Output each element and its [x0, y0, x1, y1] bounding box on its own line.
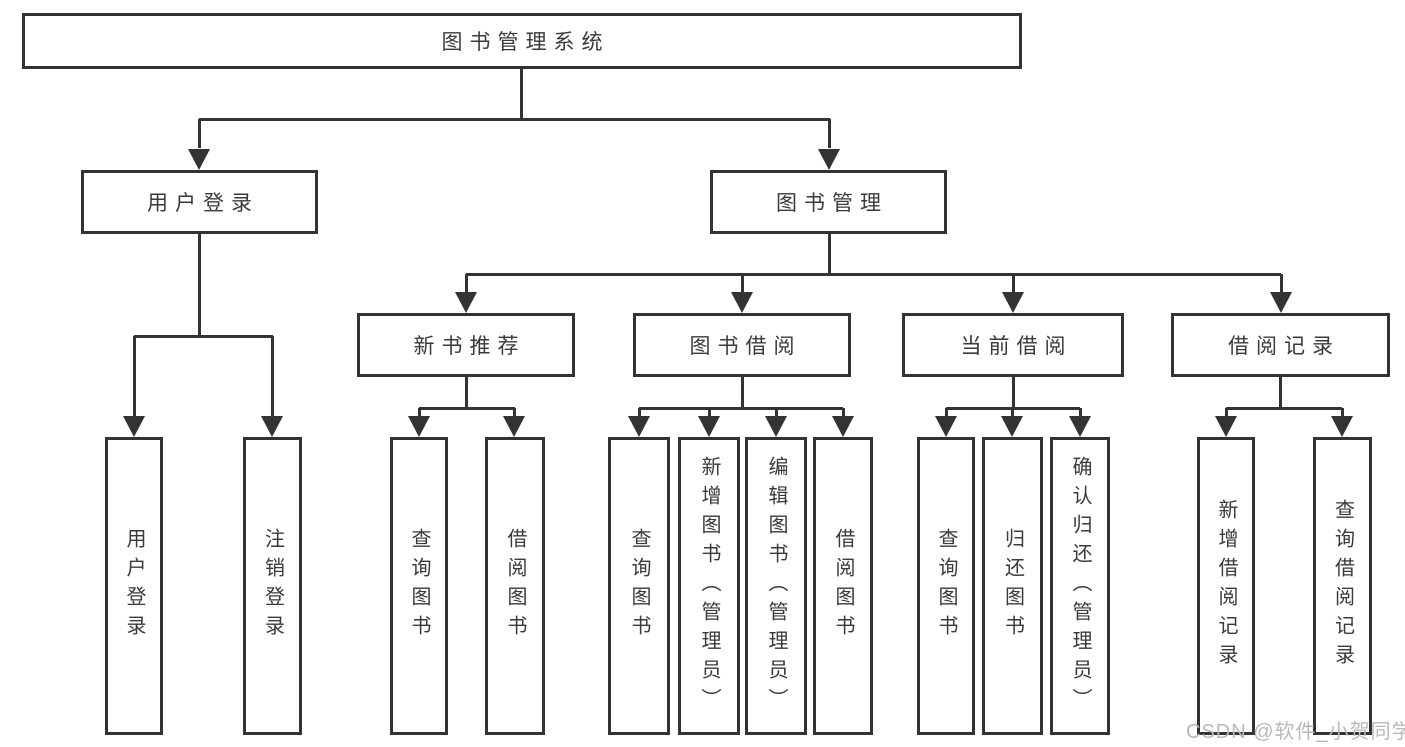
node-book-management: 图书管理 — [710, 170, 947, 234]
leaf-query-books-borrow: 查询图书 — [608, 437, 670, 735]
arrowhead-icon — [188, 149, 210, 170]
node-label: 新书推荐 — [413, 335, 526, 358]
connector-line — [827, 119, 831, 148]
arrowhead-icon — [1069, 416, 1091, 437]
arrowhead-icon — [1002, 292, 1024, 313]
connector-line — [270, 336, 274, 417]
arrowhead-icon — [1331, 416, 1353, 437]
connector-line — [774, 408, 778, 417]
connector-line — [134, 334, 273, 338]
connector-line — [1226, 406, 1342, 410]
arrowhead-icon — [1270, 292, 1292, 313]
connector-line — [419, 406, 515, 410]
leaf-label: 归还图书 — [1001, 528, 1024, 644]
node-book-borrow: 图书借阅 — [633, 313, 851, 377]
arrowhead-icon — [123, 416, 145, 437]
connector-line — [1340, 408, 1344, 417]
node-label: 图书管理 — [776, 192, 888, 215]
leaf-label: 借阅图书 — [832, 528, 854, 644]
connector-line — [1278, 375, 1282, 408]
node-label: 当前借阅 — [960, 335, 1073, 358]
watermark: CSDN @软件_小贺同学 — [1186, 721, 1405, 743]
connector-line — [417, 408, 421, 417]
arrowhead-icon — [1001, 416, 1023, 437]
leaf-borrow-books-recommend: 借阅图书 — [485, 437, 545, 735]
connector-line — [740, 375, 744, 408]
leaf-edit-book-admin: 编辑图书（管理员） — [745, 437, 807, 735]
node-library-system: 图书管理系统 — [22, 13, 1022, 69]
connector-line — [707, 408, 711, 417]
connector-line — [827, 232, 831, 274]
arrowhead-icon — [698, 416, 720, 437]
leaf-label: 确认归还（管理员） — [1069, 455, 1091, 717]
node-label: 图书管理系统 — [441, 31, 610, 54]
arrowhead-icon — [503, 416, 525, 437]
leaf-confirm-return-admin: 确认归还（管理员） — [1050, 437, 1110, 735]
connector-line — [1224, 408, 1228, 417]
arrowhead-icon — [628, 416, 650, 437]
leaf-label: 查询图书 — [408, 528, 430, 644]
arrowhead-icon — [731, 292, 753, 313]
leaf-label: 查询图书 — [628, 528, 650, 644]
leaf-return-book: 归还图书 — [982, 437, 1043, 735]
leaf-logout: 注销登录 — [243, 437, 302, 735]
node-user-login: 用户登录 — [81, 170, 318, 234]
arrowhead-icon — [1215, 416, 1237, 437]
leaf-label: 注销登录 — [261, 528, 284, 644]
connector-line — [199, 117, 830, 121]
connector-line — [466, 272, 1281, 276]
connector-line — [197, 119, 201, 148]
leaf-add-borrow-record: 新增借阅记录 — [1197, 437, 1255, 735]
arrowhead-icon — [832, 416, 854, 437]
leaf-label: 借阅图书 — [504, 528, 526, 644]
connector-line — [740, 274, 744, 293]
leaf-query-books-current: 查询图书 — [917, 437, 975, 735]
connector-line — [464, 274, 468, 293]
connector-line — [512, 408, 516, 417]
node-label: 图书借阅 — [689, 335, 802, 358]
leaf-add-book-admin: 新增图书（管理员） — [678, 437, 740, 735]
connector-line — [1078, 408, 1082, 417]
leaf-label: 新增借阅记录 — [1215, 499, 1237, 673]
arrowhead-icon — [408, 416, 430, 437]
node-borrow-records: 借阅记录 — [1171, 313, 1390, 377]
arrowhead-icon — [765, 416, 787, 437]
leaf-label: 查询借阅记录 — [1331, 499, 1354, 673]
arrowhead-icon — [261, 416, 283, 437]
node-label: 借阅记录 — [1228, 335, 1340, 358]
node-new-book-recommend: 新书推荐 — [357, 313, 575, 377]
leaf-query-borrow-record: 查询借阅记录 — [1313, 437, 1372, 735]
leaf-label: 新增图书（管理员） — [698, 455, 720, 717]
arrowhead-icon — [935, 416, 957, 437]
connector-line — [464, 375, 468, 408]
leaf-borrow-books: 借阅图书 — [813, 437, 873, 735]
leaf-label: 用户登录 — [123, 528, 145, 644]
connector-line — [1279, 274, 1283, 293]
arrowhead-icon — [818, 149, 840, 170]
leaf-query-books-recommend: 查询图书 — [390, 437, 448, 735]
leaf-label: 查询图书 — [935, 528, 957, 644]
connector-line — [944, 408, 948, 417]
connector-line — [519, 66, 523, 119]
connector-line — [197, 232, 201, 336]
leaf-user-login: 用户登录 — [105, 437, 163, 735]
connector-line — [1011, 375, 1015, 408]
connector-line — [1010, 408, 1014, 417]
connector-line — [132, 336, 136, 417]
arrowhead-icon — [455, 292, 477, 313]
connector-line — [1011, 274, 1015, 293]
connector-line — [637, 408, 641, 417]
node-label: 用户登录 — [147, 192, 259, 215]
node-current-borrow: 当前借阅 — [902, 313, 1124, 377]
connector-line — [639, 406, 843, 410]
connector-line — [841, 408, 845, 417]
leaf-label: 编辑图书（管理员） — [765, 455, 787, 717]
